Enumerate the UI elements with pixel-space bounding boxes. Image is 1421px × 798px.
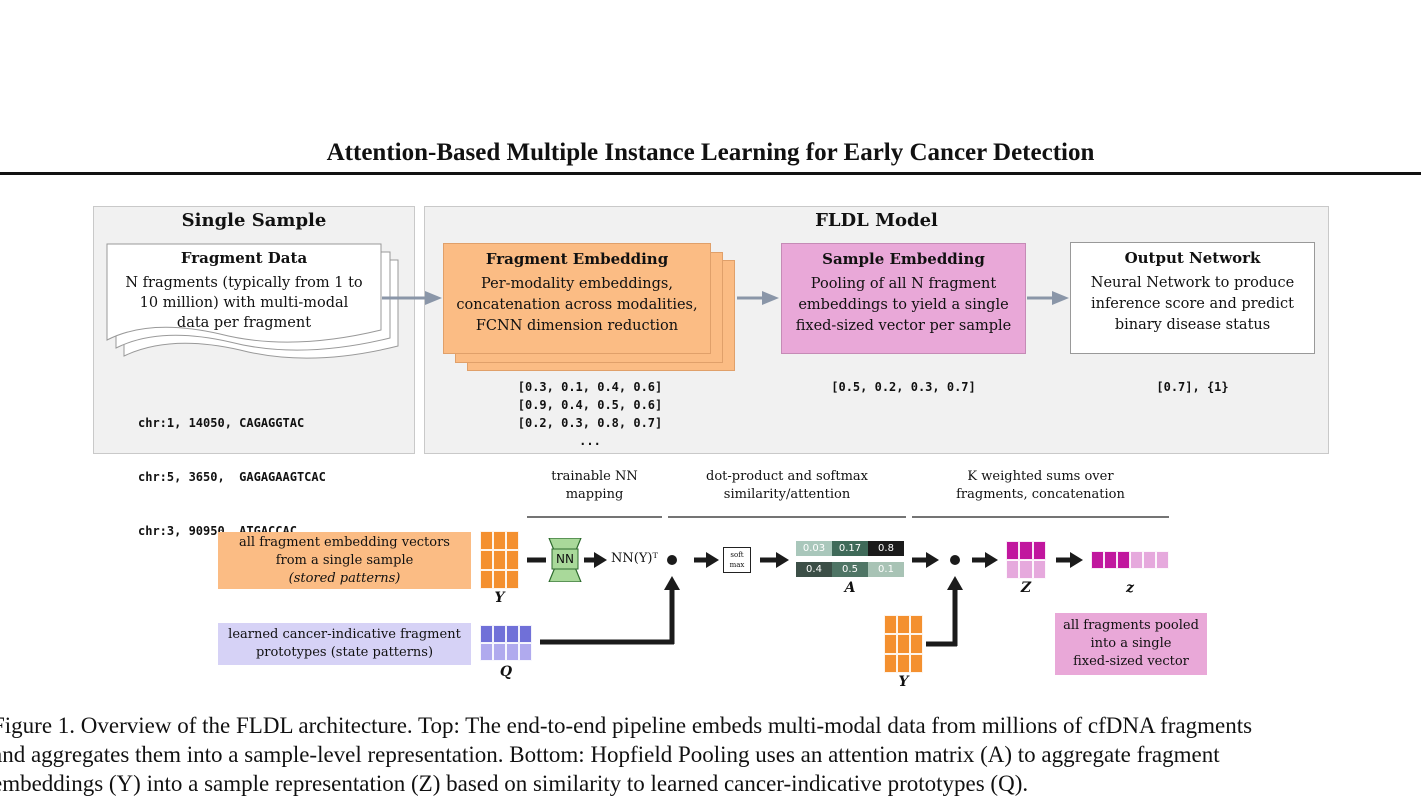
fragment-data-line: N fragments (typically from 1 to — [125, 275, 363, 291]
output-network-box: Output Network Neural Network to produce… — [1070, 242, 1315, 354]
step-label-nn-line: trainable NN — [551, 469, 638, 484]
embedding-row: [0.2, 0.3, 0.8, 0.7] — [517, 416, 663, 430]
output-network-text: Neural Network to produce inference scor… — [1071, 273, 1314, 336]
fragment-data-text: N fragments (typically from 1 to 10 mill… — [107, 273, 381, 334]
output-network-line: Neural Network to produce — [1090, 275, 1295, 291]
step-label-attention-line: dot-product and softmax — [706, 469, 868, 484]
sample-embedding-row: [0.5, 0.2, 0.3, 0.7] — [831, 380, 976, 394]
sample-embedding-text: Pooling of all N fragment embeddings to … — [782, 274, 1025, 337]
figure-caption-line: embeddings (Y) into a sample representat… — [0, 771, 1029, 796]
fragment-data-title: Fragment Data — [180, 249, 308, 267]
sample-embedding-line: embeddings to yield a single — [798, 297, 1009, 313]
stored-patterns-line: from a single sample — [275, 553, 414, 568]
output-row: [0.7], {1} — [1156, 380, 1229, 394]
single-sample-title: Single Sample — [181, 210, 327, 231]
a-symbol: A — [844, 580, 856, 596]
embedding-row: [0.9, 0.4, 0.5, 0.6] — [517, 398, 663, 412]
fragment-row: chr:1, 14050, CAGAGGTAC — [138, 416, 305, 430]
attention-cell: 0.5 — [832, 562, 868, 577]
step-label-nn-line: mapping — [565, 487, 624, 502]
sample-embedding-box: Sample Embedding Pooling of all N fragme… — [781, 243, 1026, 354]
step-label-attention-line: similarity/attention — [723, 487, 851, 502]
step-label-attention: dot-product and softmax similarity/atten… — [667, 468, 907, 504]
fragment-data-box: Fragment Data N fragments (typically fro… — [107, 243, 381, 334]
z-vector — [1091, 551, 1169, 569]
step-label-weighted-line: K weighted sums over — [967, 469, 1114, 484]
pooled-line: all fragments pooled — [1063, 618, 1199, 633]
y-matrix — [480, 531, 519, 589]
softmax-line: soft — [730, 551, 744, 559]
nn-block — [546, 537, 584, 583]
attention-cell: 0.03 — [796, 541, 832, 556]
y-symbol: Y — [494, 590, 505, 606]
state-patterns-line: prototypes (state patterns) — [255, 645, 434, 660]
softmax-line: max — [729, 561, 745, 569]
attention-cell: 0.4 — [796, 562, 832, 577]
nn-label: NN — [556, 552, 574, 566]
fragment-embedding-title: Fragment Embedding — [485, 250, 669, 268]
output-network-title: Output Network — [1124, 249, 1261, 267]
fragment-data-line: data per fragment — [176, 315, 312, 331]
z-matrix — [1006, 541, 1046, 579]
y-matrix-2 — [884, 615, 923, 673]
embedding-rows: [0.3, 0.1, 0.4, 0.6] [0.9, 0.4, 0.5, 0.6… — [490, 378, 690, 450]
figure-caption-line: and aggregates them into a sample-level … — [0, 742, 1220, 767]
attention-matrix: 0.03 0.17 0.8 0.4 0.5 0.1 — [796, 541, 904, 579]
pooled-line: fixed-sized vector — [1073, 654, 1189, 669]
step-label-weighted-line: fragments, concatenation — [956, 487, 1125, 502]
embedding-row: ... — [579, 434, 601, 448]
nn-expression: NN(Y)ᵀ — [611, 551, 658, 566]
fragment-embedding-line: concatenation across modalities, — [456, 297, 698, 313]
fragment-data-stack — [100, 238, 410, 378]
stored-patterns-line: (stored patterns) — [288, 571, 401, 586]
q-symbol: Q — [499, 664, 513, 680]
stored-patterns-label: all fragment embedding vectors from a si… — [218, 532, 471, 589]
softmax-box: soft max — [723, 547, 751, 573]
q-matrix — [480, 625, 532, 661]
embedding-row: [0.3, 0.1, 0.4, 0.6] — [517, 380, 663, 394]
stored-patterns-line: all fragment embedding vectors — [239, 535, 450, 550]
state-patterns-label: learned cancer-indicative fragment proto… — [218, 623, 471, 665]
step-label-weighted: K weighted sums over fragments, concaten… — [912, 468, 1169, 504]
fragment-embedding-box: Fragment Embedding Per-modality embeddin… — [443, 243, 711, 354]
sample-embedding-title: Sample Embedding — [822, 250, 985, 268]
pooled-label: all fragments pooled into a single fixed… — [1055, 613, 1207, 675]
fragment-embedding-line: Per-modality embeddings, — [481, 276, 673, 292]
fragment-embedding-text: Per-modality embeddings, concatenation a… — [444, 274, 710, 337]
fragment-data-line: 10 million) with multi-modal — [139, 295, 349, 311]
pooled-line: into a single — [1090, 636, 1172, 651]
step-label-nn: trainable NN mapping — [527, 468, 662, 504]
sample-embedding-line: Pooling of all N fragment — [810, 276, 997, 292]
y-symbol-2: Y — [898, 674, 909, 690]
output-network-line: binary disease status — [1114, 317, 1271, 333]
fragment-row: chr:5, 3650, GAGAGAAGTCAC — [138, 470, 326, 484]
fragment-embedding-line: FCNN dimension reduction — [475, 318, 679, 334]
attention-cell: 0.1 — [868, 562, 904, 577]
attention-cell: 0.8 — [868, 541, 904, 556]
state-patterns-line: learned cancer-indicative fragment — [228, 627, 461, 642]
z-matrix-symbol: Z — [1020, 580, 1032, 596]
figure-caption-line: Figure 1. Overview of the FLDL architect… — [0, 713, 1253, 738]
attention-cell: 0.17 — [832, 541, 868, 556]
z-vector-symbol: z — [1126, 580, 1134, 596]
title-rule — [0, 172, 1421, 175]
fldl-model-title: FLDL Model — [815, 210, 938, 231]
paper-running-title: Attention-Based Multiple Instance Learni… — [326, 139, 1095, 166]
output-network-line: inference score and predict — [1090, 296, 1295, 312]
sample-embedding-line: fixed-sized vector per sample — [795, 318, 1012, 334]
